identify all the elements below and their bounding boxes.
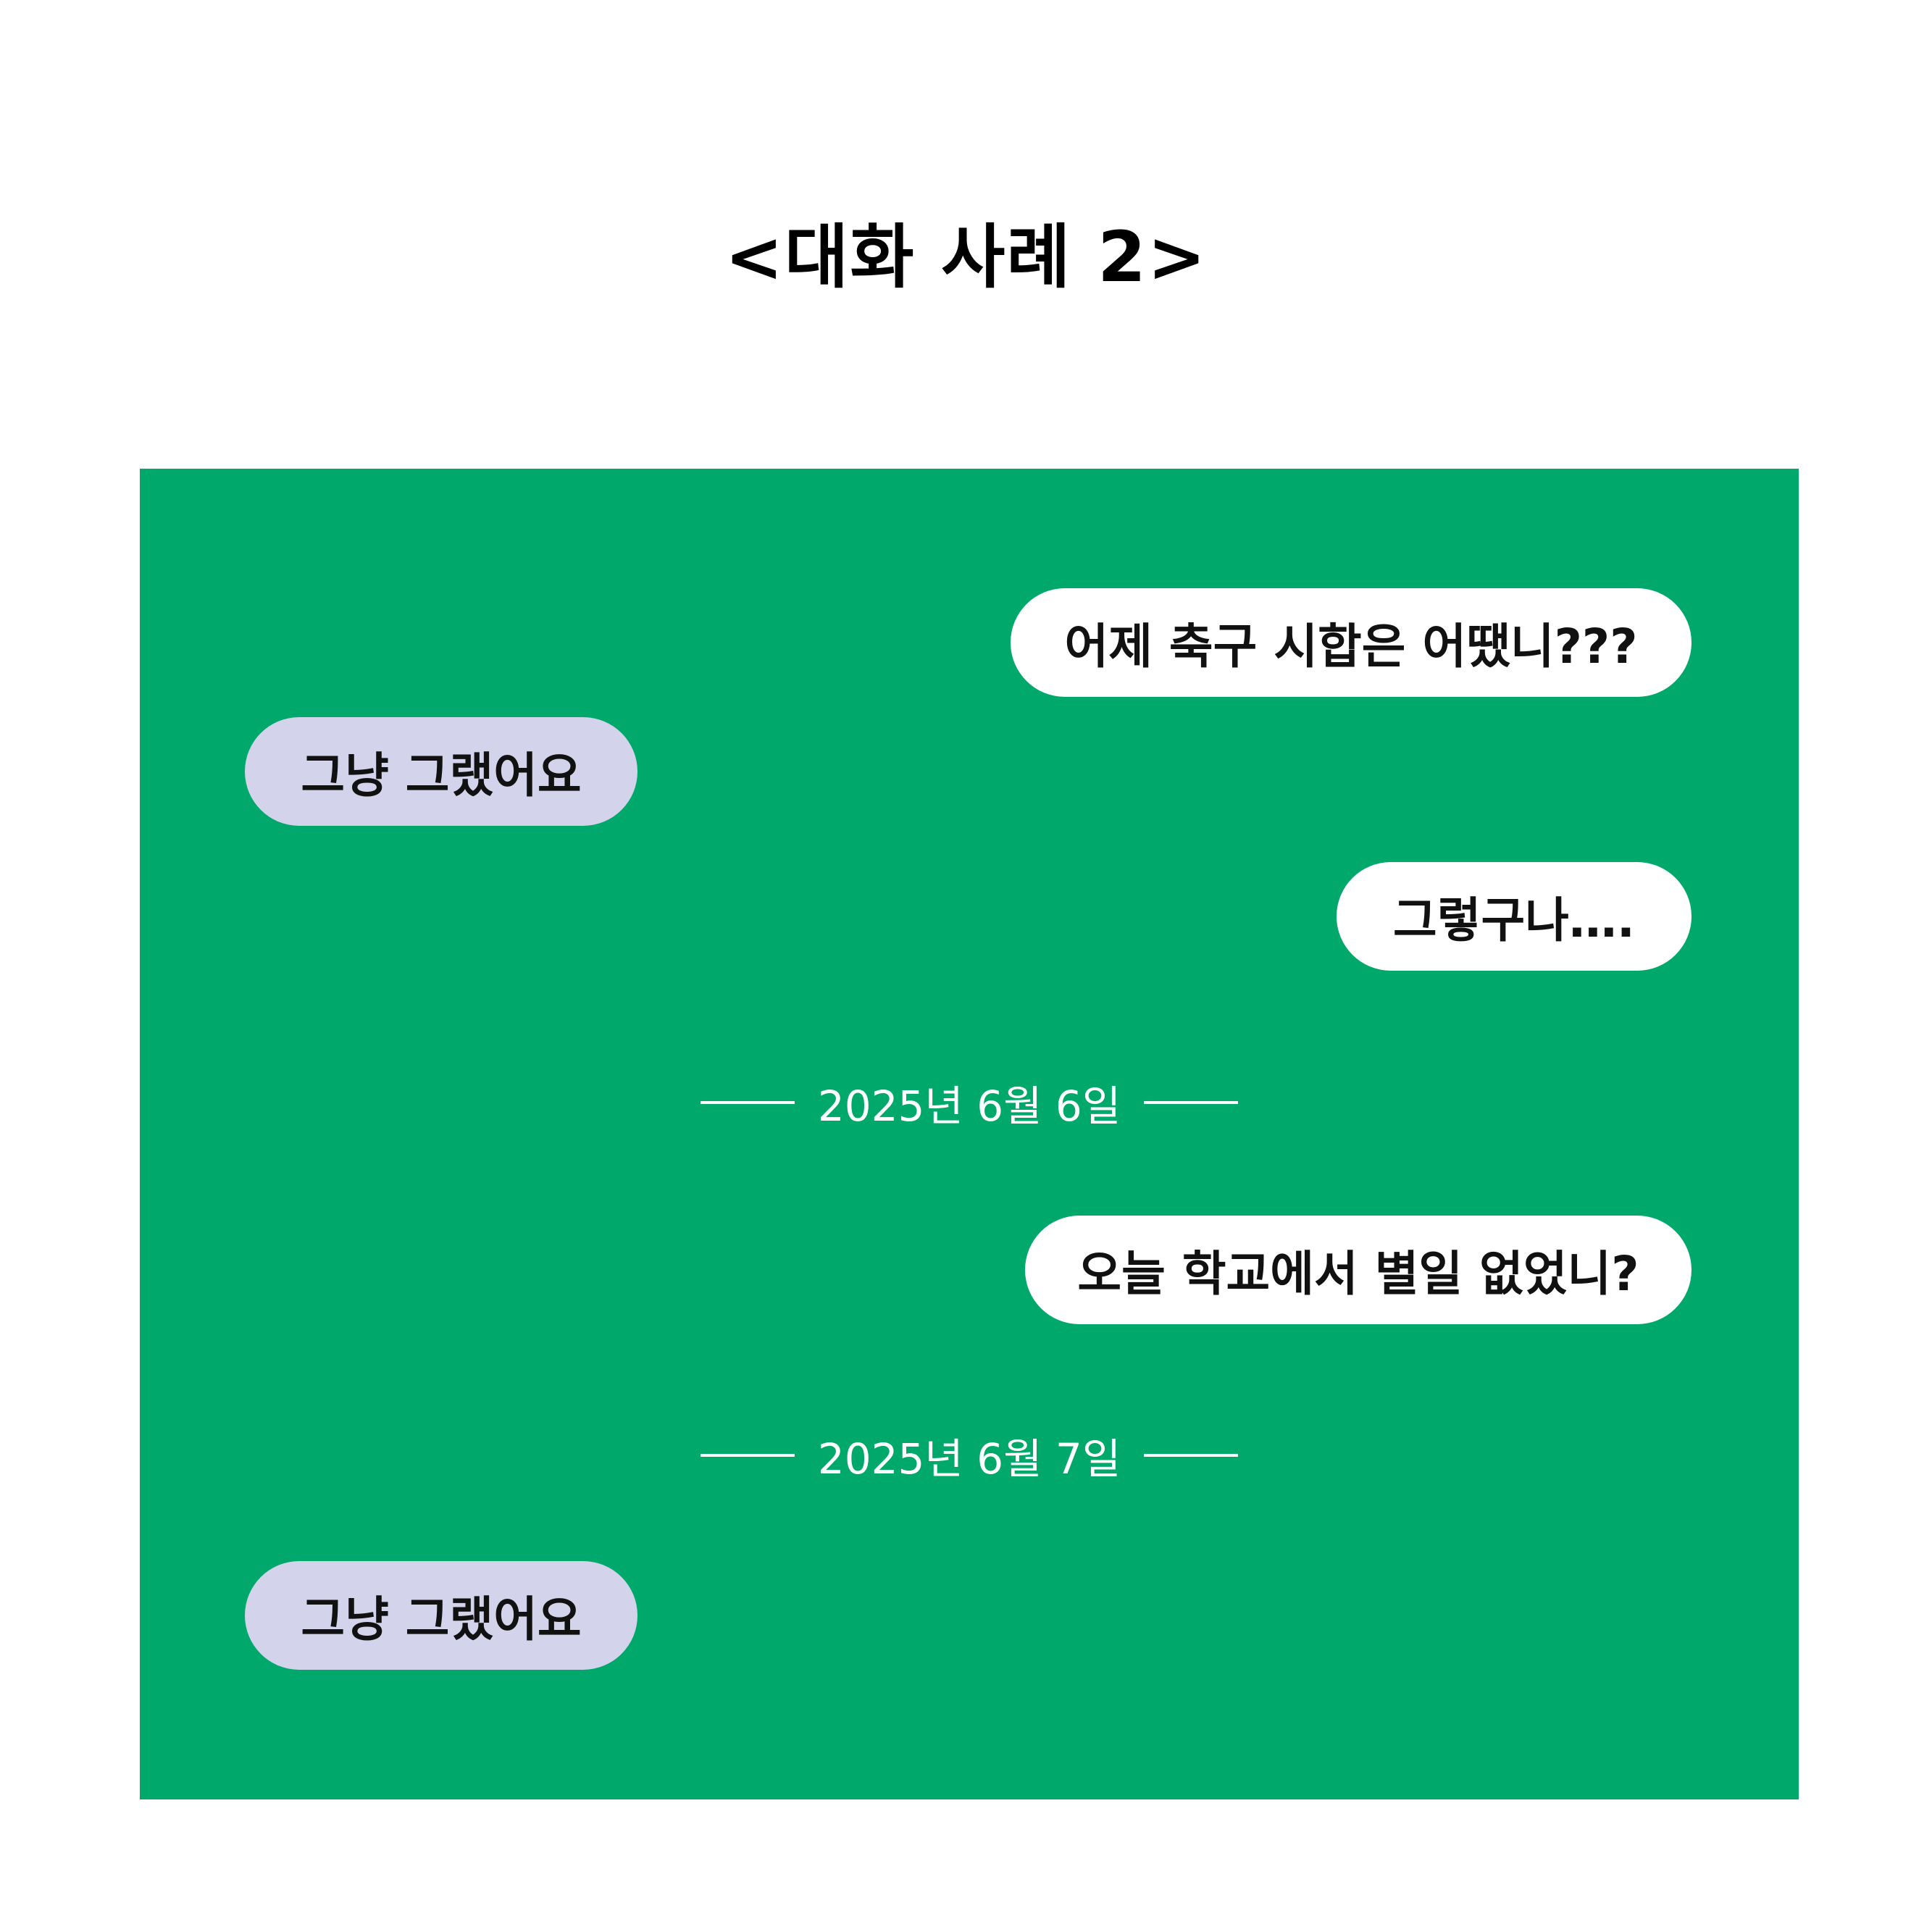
divider-date: 2025년 6월 6일 [817, 1082, 1121, 1131]
page-title: <대화 사례 2> [724, 217, 1208, 298]
chat-area: 어제 축구 시합은 어땠니??? 그냥 그랬어요 그렇구나…. 2025년 6월… [140, 469, 1799, 1799]
message-text: 그냥 그랬어요 [301, 748, 582, 803]
message-text: 그렇구나…. [1393, 892, 1635, 948]
divider-line [1144, 1101, 1239, 1104]
message-text: 오늘 학교에서 별일 없었니? [1077, 1246, 1639, 1302]
divider-date: 2025년 6월 7일 [817, 1434, 1121, 1484]
date-divider: 2025년 6월 6일 [140, 1077, 1799, 1131]
message-text: 그냥 그랬어요 [301, 1592, 582, 1647]
message-bubble-sent: 그렇구나…. [1337, 862, 1691, 971]
divider-line [700, 1101, 795, 1104]
message-text: 어제 축구 시합은 어땠니??? [1064, 619, 1638, 674]
message-bubble-received: 그냥 그랬어요 [245, 717, 637, 826]
message-bubble-received: 그냥 그랬어요 [245, 1561, 637, 1670]
message-bubble-sent: 오늘 학교에서 별일 없었니? [1025, 1216, 1691, 1324]
divider-line [700, 1454, 795, 1457]
divider-line [1144, 1454, 1239, 1457]
date-divider: 2025년 6월 7일 [140, 1430, 1799, 1484]
message-bubble-sent: 어제 축구 시합은 어땠니??? [1011, 588, 1691, 697]
